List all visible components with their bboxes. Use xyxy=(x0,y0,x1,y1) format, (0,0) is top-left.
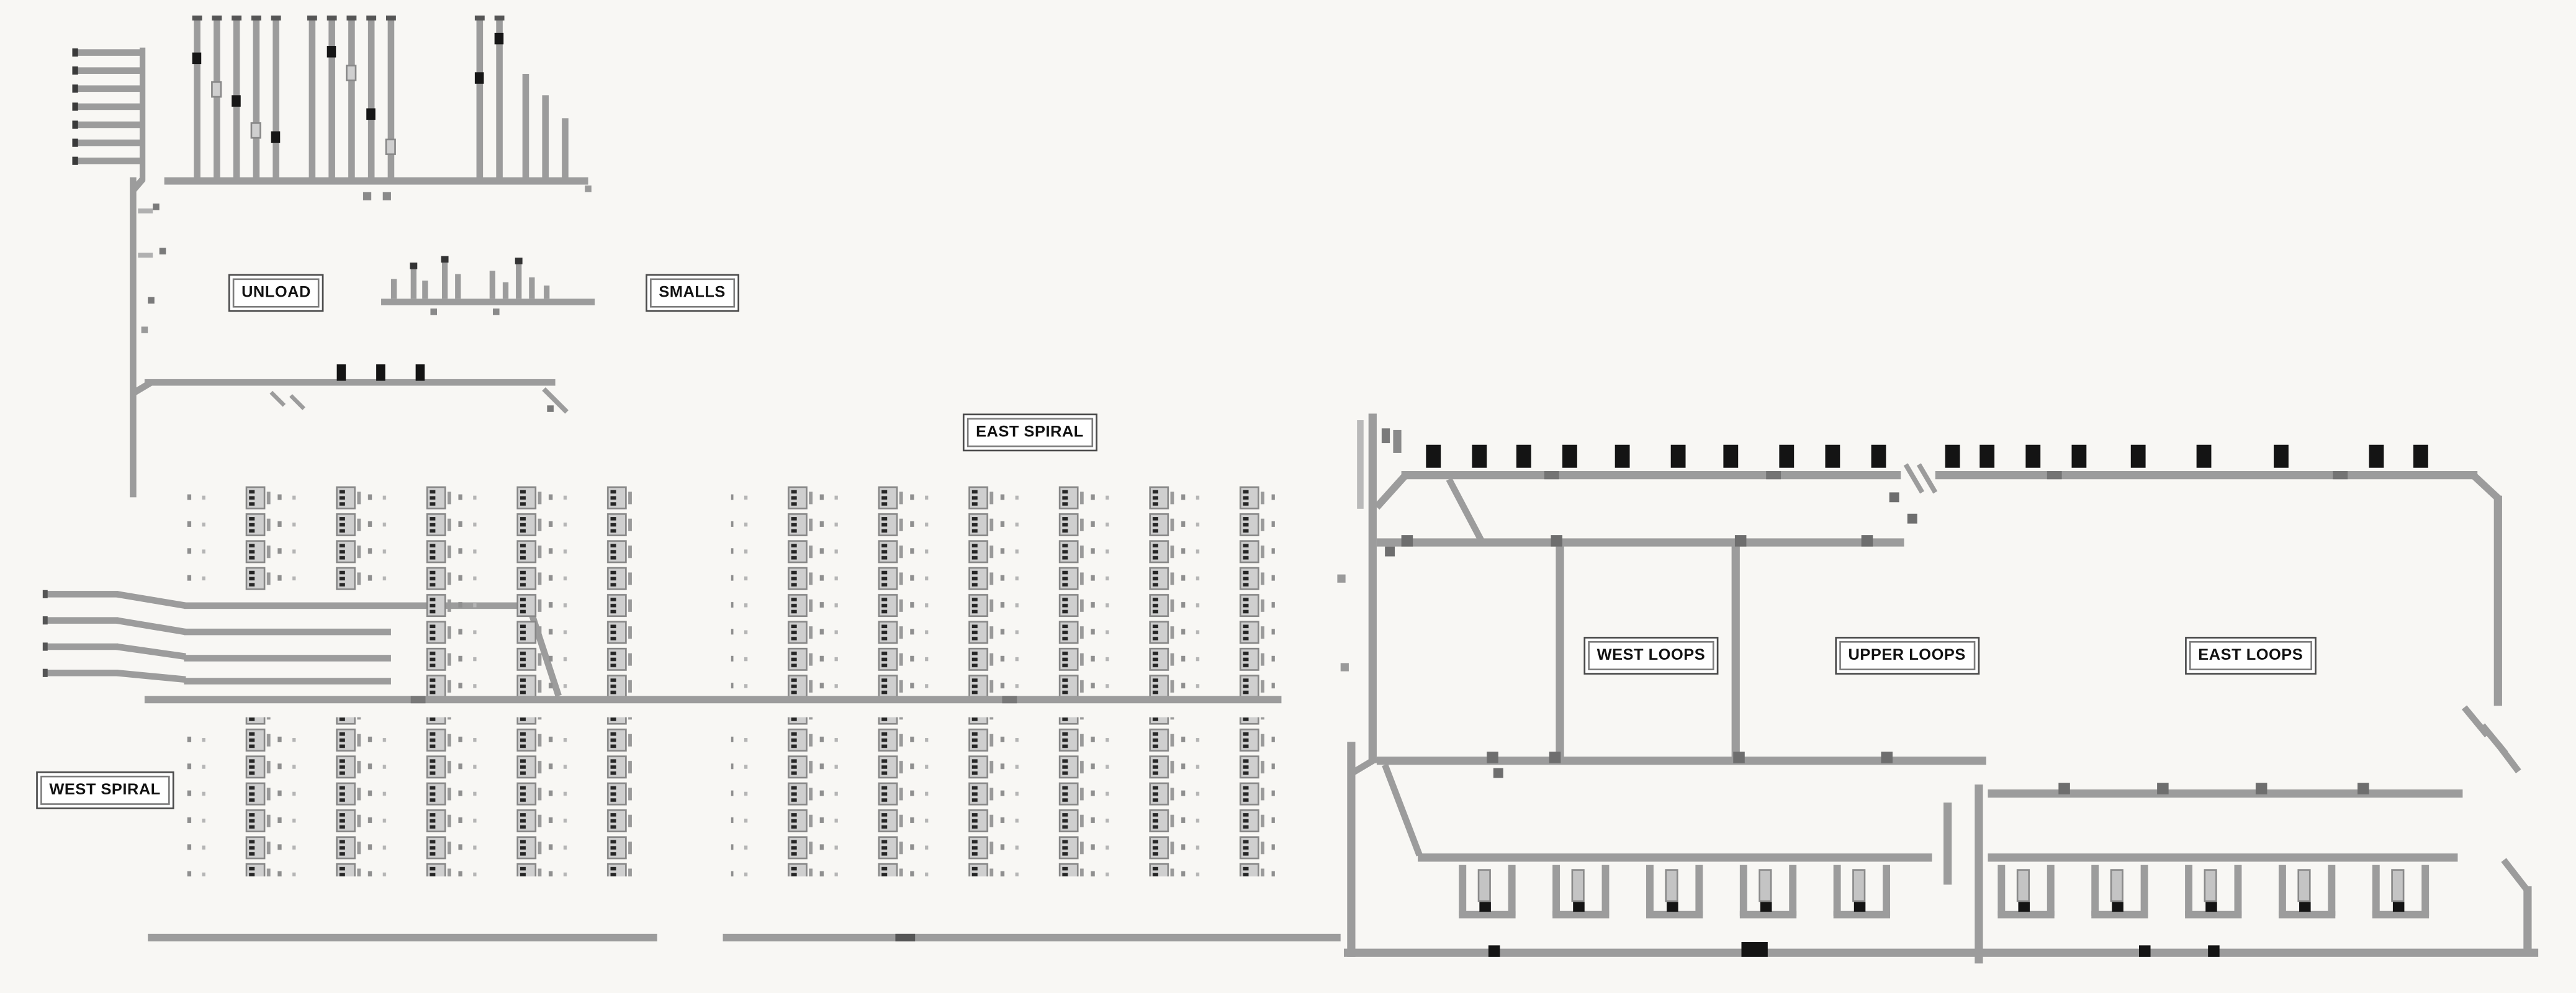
label-upper-loops: UPPER LOOPS xyxy=(1835,637,1979,674)
west-main-line xyxy=(130,177,166,498)
loops-complex xyxy=(1337,413,2539,964)
west-storage-yard xyxy=(184,484,639,877)
label-upper-loops-text: UPPER LOOPS xyxy=(1848,646,1966,665)
east-loops-row xyxy=(1997,864,2430,919)
yard-separator-line xyxy=(144,696,1282,704)
loops-point-marks xyxy=(1385,471,2369,794)
north-stub-sidings xyxy=(72,47,146,193)
label-east-loops-text: EAST LOOPS xyxy=(2198,646,2304,665)
south-running-lines xyxy=(148,933,1341,941)
label-west-spiral-text: WEST SPIRAL xyxy=(49,781,161,799)
label-unload: UNLOAD xyxy=(228,274,325,312)
label-east-spiral: EAST SPIRAL xyxy=(962,413,1097,451)
trains-west-upper-loops xyxy=(1426,444,1886,468)
label-west-spiral: WEST SPIRAL xyxy=(36,771,174,809)
label-west-loops-text: WEST LOOPS xyxy=(1596,646,1706,665)
loops-main-lines xyxy=(1337,413,2539,964)
label-east-loops: EAST LOOPS xyxy=(2185,637,2317,674)
north-fan-yard xyxy=(164,16,592,200)
label-east-spiral-text: EAST SPIRAL xyxy=(976,423,1084,442)
smalls-yard xyxy=(381,256,595,315)
label-smalls: SMALLS xyxy=(646,274,739,312)
bottom-line-marks xyxy=(1488,942,2220,957)
west-loops-row xyxy=(1457,864,1891,919)
east-storage-yard xyxy=(731,484,1275,877)
label-west-loops: WEST LOOPS xyxy=(1583,637,1719,674)
label-smalls-text: SMALLS xyxy=(659,284,726,302)
label-unload-text: UNLOAD xyxy=(241,284,311,302)
unload-track xyxy=(133,364,569,414)
trains-east-loops xyxy=(1945,444,2428,468)
